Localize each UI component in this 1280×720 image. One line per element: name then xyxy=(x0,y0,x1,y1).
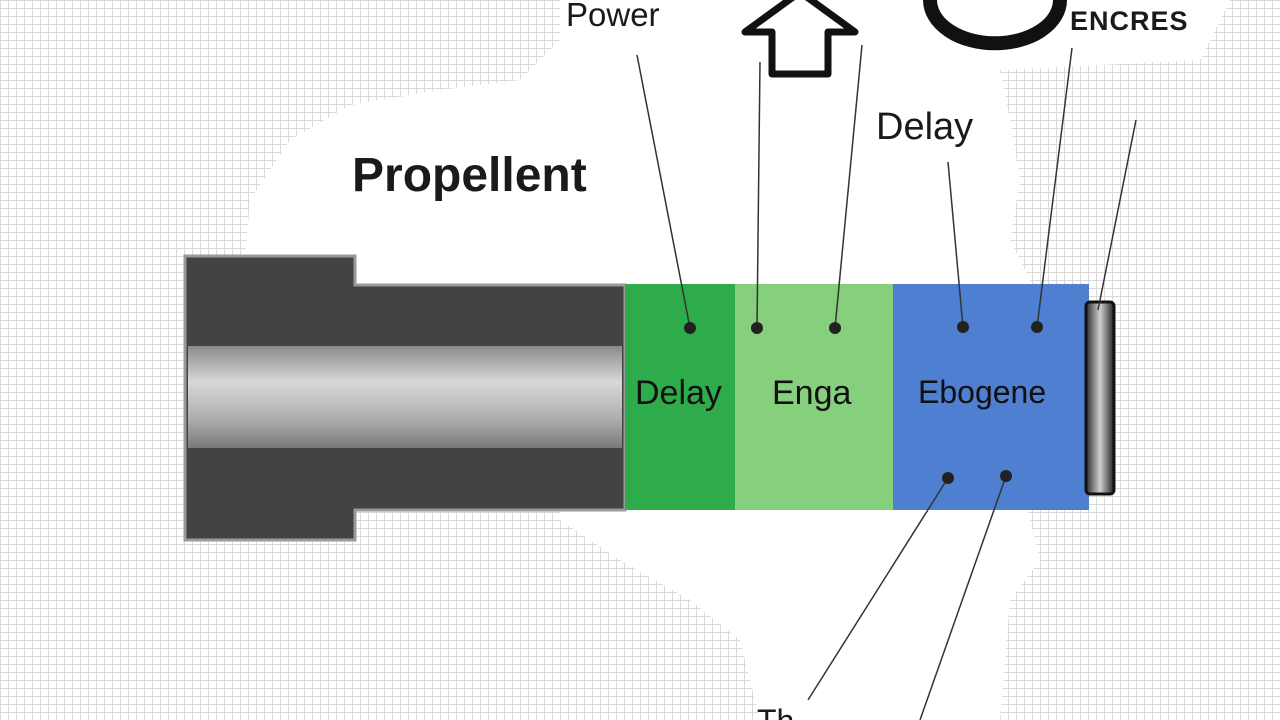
segment-enga xyxy=(735,284,893,510)
segment-delay xyxy=(625,284,735,510)
leader-line-right-edge xyxy=(1097,119,1137,311)
pointer-dot xyxy=(829,322,841,334)
label-brand: ENCRES xyxy=(1070,6,1189,36)
pointer-dot xyxy=(1000,470,1012,482)
leader-line-encres xyxy=(1036,47,1073,328)
pointer-dot xyxy=(1031,321,1043,333)
segment-label-ebogene: Ebogene xyxy=(918,374,1047,410)
leader-line-delay xyxy=(947,161,964,328)
leader-line-bottom-left xyxy=(807,477,949,701)
pointer-dot xyxy=(957,321,969,333)
up-arrow-icon xyxy=(741,0,859,78)
leader-lines xyxy=(636,44,1137,720)
leader-line-arrow-right xyxy=(834,44,863,329)
label-propellent: Propellent xyxy=(352,149,587,202)
circle-logo-icon xyxy=(923,0,1067,51)
segment-label-delay: Delay xyxy=(635,374,722,412)
segment-label-enga: Enga xyxy=(772,374,852,412)
pointer-dot xyxy=(684,322,696,334)
pointer-dot xyxy=(942,472,954,484)
leader-line-arrow-left xyxy=(756,61,761,329)
label-delay-top: Delay xyxy=(876,106,974,148)
segment-ebogene xyxy=(893,284,1089,510)
bore xyxy=(188,346,622,448)
end-cap xyxy=(1084,300,1116,496)
leader-line-power xyxy=(636,54,691,329)
label-power: Power xyxy=(566,0,660,33)
pointer-dot xyxy=(751,322,763,334)
label-bottom-partial: Th xyxy=(757,703,794,720)
leader-line-bottom-right xyxy=(919,475,1007,720)
